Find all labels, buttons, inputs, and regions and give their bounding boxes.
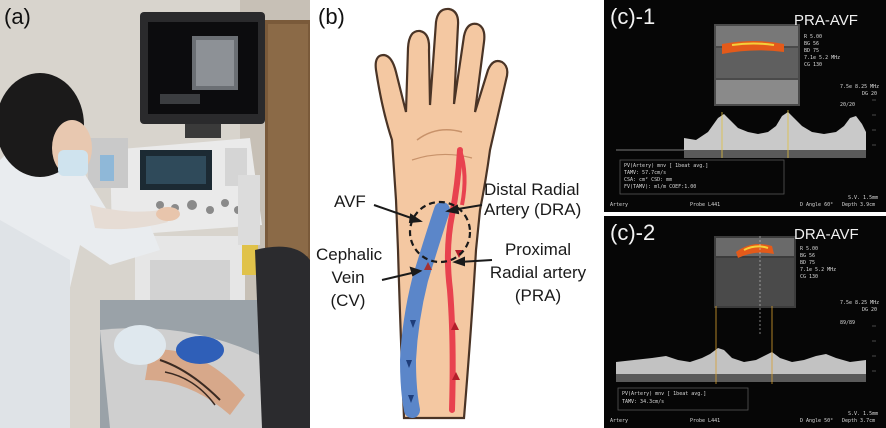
cephalic-vein xyxy=(399,202,450,418)
c1-footer-left: Artery xyxy=(610,202,629,208)
c2-title: DRA-AVF xyxy=(794,226,859,243)
c1-param-0: R 5.00 xyxy=(804,34,823,40)
panel-a-photo: (a) xyxy=(0,0,310,428)
c2-doppler-image xyxy=(616,236,876,411)
c1-title: PRA-AVF xyxy=(794,12,858,29)
c1-spectral-waveform xyxy=(684,112,866,150)
dra-annotation-line2: Artery (DRA) xyxy=(484,200,582,219)
radial-artery xyxy=(444,147,463,413)
c2-measurement-box xyxy=(617,387,749,411)
panel-c2-doppler: (c)-2 DRA-AVF R 5.00 BG 56 BD 75 7.1e 5.… xyxy=(604,216,886,428)
c2-freq-readout: 7.5e 8.25 MHz xyxy=(840,300,880,306)
forearm-diagram xyxy=(373,7,509,420)
avf-annotation: AVF xyxy=(334,192,366,211)
panel-a-label: (a) xyxy=(4,4,31,29)
c2-param-2: BD 75 xyxy=(800,260,816,266)
pra-annotation-line2: Radial artery xyxy=(489,263,587,282)
c1-param-2: BD 75 xyxy=(804,48,820,54)
c2-param-1: BG 56 xyxy=(800,253,816,259)
c2-depth-readout: 89/89 xyxy=(840,320,856,326)
panel-c1-doppler: (c)-1 PRA-AVF R 5.00 BG 56 BD 75 7.1e 5.… xyxy=(604,0,886,212)
pra-annotation-line3: (PRA) xyxy=(514,286,562,305)
c1-meas-line1: PV(Artery) mnv [ 1beat avg.] xyxy=(624,163,709,169)
pra-annotation-line1: Proximal xyxy=(504,240,572,259)
c1-meas-line2: TAMV: 57.7cm/s xyxy=(624,170,667,176)
c1-meas-line4: FV(TAMV): ml/m COEF:1.00 xyxy=(624,184,697,190)
c1-depth-readout: 20/20 xyxy=(840,102,856,108)
c1-meas-line3: CSA: cm² CSD: mm xyxy=(624,177,673,183)
exam-photo xyxy=(0,0,310,428)
c1-footer-depth: Depth 3.9cm xyxy=(842,202,876,208)
c2-dg-readout: DG 20 xyxy=(862,307,878,313)
c1-param-1: BG 56 xyxy=(804,41,820,47)
panel-c1-label: (c)-1 xyxy=(610,4,656,29)
panel-b-illustration: (b) AVF Distal Radial Artery (DRA) Cepha… xyxy=(312,0,602,428)
c2-footer-angle: D Angle 50° xyxy=(800,418,834,424)
c2-footer-left: Artery xyxy=(610,418,629,424)
panel-b-label: (b) xyxy=(318,4,345,29)
c1-footer-angle: D Angle 60° xyxy=(800,202,834,208)
c1-doppler-image xyxy=(616,24,876,195)
c2-param-4: CG 130 xyxy=(800,274,819,280)
c1-footer-probe: Probe L441 xyxy=(690,202,721,208)
c2-footer-sv: S.V. 1.5mm xyxy=(848,411,879,417)
avf-circle xyxy=(408,200,472,264)
c2-param-3: 7.1e 5.2 MHz xyxy=(800,267,837,273)
panel-c2-label: (c)-2 xyxy=(610,220,656,245)
c1-measurement-box xyxy=(619,159,785,195)
dra-annotation-line1: Distal Radial xyxy=(484,180,580,199)
c1-freq-readout: 7.5e 8.25 MHz xyxy=(840,84,880,90)
c2-meas-line1: PV(Artery) mnv [ 1beat avg.] xyxy=(622,391,707,397)
cv-annotation-line3: (CV) xyxy=(330,291,366,310)
c2-spectral-waveform xyxy=(616,348,866,374)
c1-footer-sv: S.V. 1.5mm xyxy=(848,195,879,201)
cv-annotation-line2: Vein xyxy=(331,268,365,287)
c1-dg-readout: DG 20 xyxy=(862,91,878,97)
c2-meas-line2: TAMV: 34.3cm/s xyxy=(622,399,665,405)
c1-param-3: 7.1e 5.2 MHz xyxy=(804,55,841,61)
c1-param-4: CG 130 xyxy=(804,62,823,68)
c2-param-0: R 5.00 xyxy=(800,246,819,252)
c2-footer-depth: Depth 3.7cm xyxy=(842,418,876,424)
cv-annotation-line1: Cephalic xyxy=(316,245,383,264)
c2-footer-probe: Probe L441 xyxy=(690,418,721,424)
